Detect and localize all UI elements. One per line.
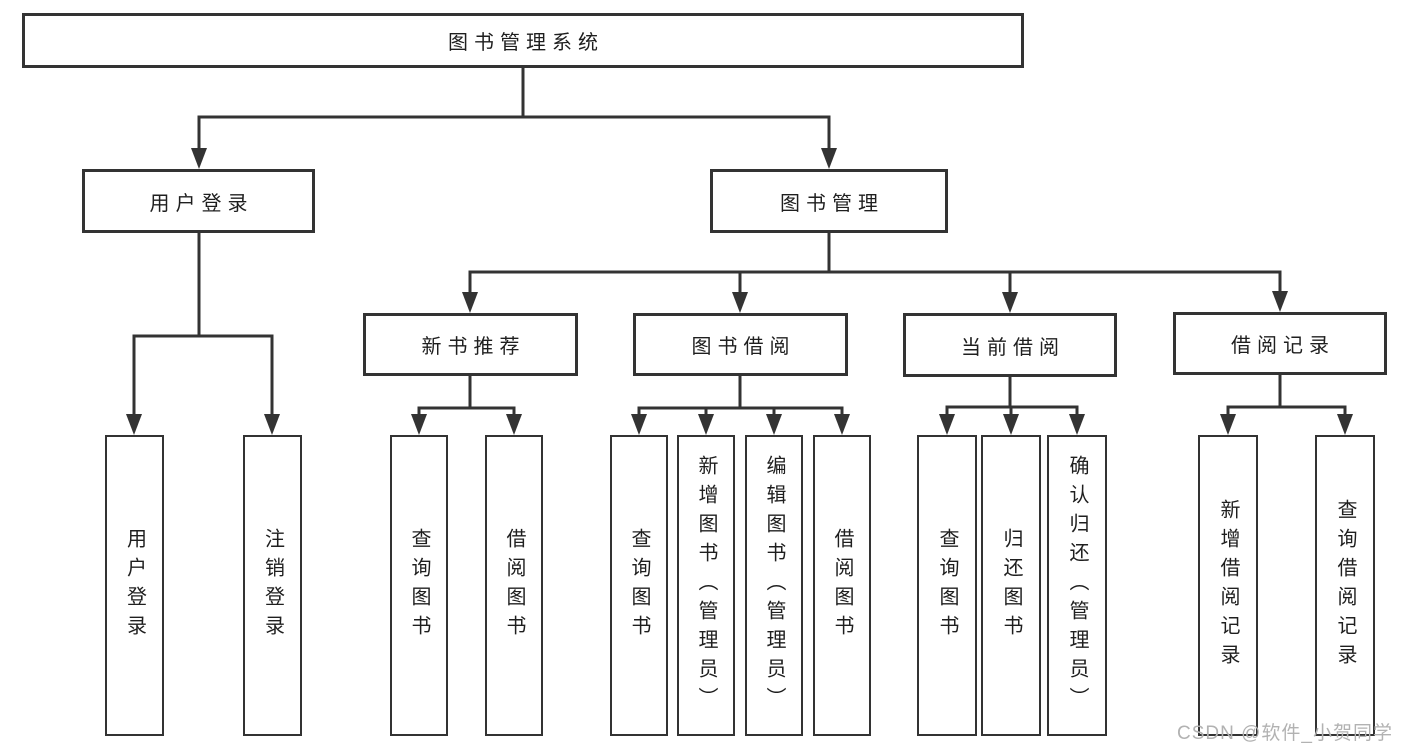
node-book-borrowing: 图书借阅 (633, 313, 848, 376)
node-library-management-system: 图书管理系统 (22, 13, 1024, 68)
node-new-book-recommendation: 新书推荐 (363, 313, 578, 376)
leaf-user-login: 用户登录 (105, 435, 164, 736)
leaf-label: 新增借阅记录 (1217, 498, 1239, 673)
node-label: 图书管理 (780, 192, 884, 215)
leaf-label: 借阅图书 (503, 527, 525, 644)
node-label: 借阅记录 (1231, 335, 1335, 357)
node-label: 新书推荐 (421, 336, 526, 358)
leaf-cb-return-books: 归还图书 (981, 435, 1041, 736)
leaf-label: 借阅图书 (831, 527, 853, 644)
leaf-cb-confirm-return-admin: 确认归还（管理员） (1047, 435, 1107, 736)
leaf-label: 新增图书（管理员） (695, 455, 717, 716)
node-label: 当前借阅 (961, 336, 1065, 359)
node-book-management: 图书管理 (710, 169, 948, 233)
watermark: CSDN @软件_小贺同学 (1177, 723, 1393, 744)
leaf-bb-add-book-admin: 新增图书（管理员） (677, 435, 735, 736)
node-borrowing-records: 借阅记录 (1173, 312, 1387, 375)
leaf-label: 归还图书 (1000, 527, 1022, 644)
leaf-label: 查询借阅记录 (1334, 498, 1356, 673)
leaf-label: 查询图书 (408, 527, 430, 644)
node-user-login: 用户登录 (82, 169, 315, 233)
node-label: 图书借阅 (691, 336, 796, 358)
leaf-bb-query-books: 查询图书 (610, 435, 668, 736)
node-label: 用户登录 (149, 192, 254, 215)
leaf-br-add-record: 新增借阅记录 (1198, 435, 1258, 736)
leaf-bb-edit-book-admin: 编辑图书（管理员） (745, 435, 803, 736)
node-label: 图书管理系统 (448, 32, 604, 54)
leaf-label: 确认归还（管理员） (1066, 455, 1088, 716)
leaf-label: 用户登录 (123, 527, 146, 644)
leaf-label: 查询图书 (628, 527, 650, 644)
leaf-logout: 注销登录 (243, 435, 302, 736)
node-current-borrowing: 当前借阅 (903, 313, 1117, 377)
leaf-bb-borrow-books: 借阅图书 (813, 435, 871, 736)
leaf-nb-query-books: 查询图书 (390, 435, 448, 736)
leaf-label: 编辑图书（管理员） (763, 455, 785, 716)
leaf-label: 注销登录 (261, 527, 284, 644)
leaf-br-query-record: 查询借阅记录 (1315, 435, 1375, 736)
leaf-label: 查询图书 (936, 527, 958, 644)
leaf-cb-query-books: 查询图书 (917, 435, 977, 736)
leaf-nb-borrow-books: 借阅图书 (485, 435, 543, 736)
